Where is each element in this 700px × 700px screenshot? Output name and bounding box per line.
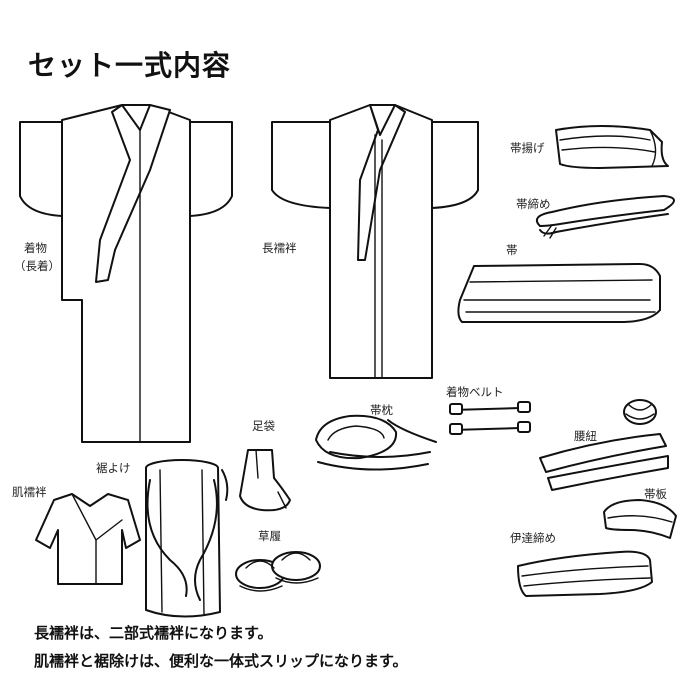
label-susoyoke: 裾よけ [96, 460, 131, 476]
label-hadajuban: 肌襦袢 [12, 484, 47, 500]
label-obijime: 帯締め [516, 196, 551, 212]
tabi-drawing [240, 450, 290, 510]
hadajuban-drawing [36, 494, 140, 584]
nagajuban-drawing [272, 105, 478, 378]
label-kimono: 着物 [24, 240, 47, 256]
kimono-belt-drawing [450, 402, 530, 434]
label-obiita: 帯板 [644, 486, 667, 502]
note-line-2: 肌襦袢と裾除けは、便利な一体式スリップになります。 [34, 650, 408, 671]
label-obi: 帯 [506, 242, 518, 258]
obimakura-drawing [316, 416, 436, 470]
koshihimo-drawing [540, 400, 668, 490]
susoyoke-drawing [146, 460, 227, 617]
label-obiage: 帯揚げ [510, 140, 545, 156]
obijime-drawing [537, 196, 674, 238]
note-line-1: 長襦袢は、二部式襦袢になります。 [34, 622, 273, 643]
label-tabi: 足袋 [252, 418, 275, 434]
label-kimono-belt: 着物ベルト [446, 384, 504, 400]
obiita-drawing [604, 500, 676, 538]
page-title: セット一式内容 [28, 44, 231, 84]
obiage-drawing [556, 126, 668, 168]
label-zori: 草履 [258, 528, 281, 544]
label-koshihimo: 腰紐 [574, 428, 597, 444]
datejime-drawing [518, 552, 652, 596]
zori-drawing [236, 552, 320, 591]
label-nagajuban: 長襦袢 [262, 240, 297, 256]
label-datejime: 伊達締め [510, 530, 556, 546]
label-obimakura: 帯枕 [370, 402, 393, 418]
obi-drawing [458, 264, 660, 322]
label-kimono-sub: （長着） [14, 258, 60, 274]
